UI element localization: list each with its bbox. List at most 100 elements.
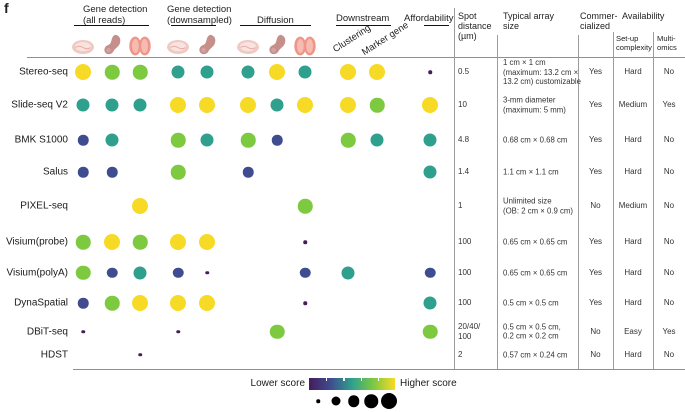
cell-array-size: 3-mm diameter(maximum: 5 mm) bbox=[503, 96, 566, 115]
cell-line: Unlimited size bbox=[503, 196, 552, 206]
olfactory-bulb-icon bbox=[129, 36, 151, 61]
cell-spot-distance: 4.8 bbox=[458, 135, 469, 145]
score-dot bbox=[269, 324, 285, 339]
cell-array-size: 0.5 cm × 0.5 cm,0.2 cm × 0.2 cm bbox=[503, 322, 561, 341]
score-dot bbox=[106, 166, 118, 178]
score-dot bbox=[105, 98, 119, 112]
row-label-stereo-seq: Stereo-seq bbox=[19, 66, 68, 78]
cell-line: 1 bbox=[458, 201, 463, 210]
cell-commercialized: Yes bbox=[588, 237, 603, 246]
score-dot bbox=[170, 234, 186, 250]
score-dot bbox=[200, 65, 214, 79]
score-dot bbox=[77, 134, 89, 146]
score-dot bbox=[241, 65, 255, 79]
cell-multi-omics: No bbox=[663, 349, 675, 359]
score-dot bbox=[77, 166, 89, 178]
cell-setup-complexity: Hard bbox=[624, 349, 642, 359]
score-dot bbox=[104, 295, 120, 311]
score-dot bbox=[199, 97, 215, 113]
row-label-slide-seq-v2: Slide-seq V2 bbox=[11, 99, 68, 111]
cell-setup-complexity: Medium bbox=[618, 100, 648, 109]
score-dot bbox=[423, 165, 437, 179]
cell-line: 13.2 cm) customizable bbox=[503, 76, 581, 86]
cell-array-size: 0.65 cm × 0.65 cm bbox=[503, 268, 567, 278]
cell-line: 4.8 bbox=[458, 135, 470, 144]
score-dot bbox=[205, 270, 209, 275]
score-dot bbox=[271, 134, 283, 146]
divider-affordability-spot bbox=[454, 8, 455, 369]
cell-line: 0.2 cm × 0.2 cm bbox=[503, 331, 559, 341]
row-label-pixel-seq: PIXEL-seq bbox=[20, 200, 68, 212]
score-dot bbox=[341, 266, 355, 279]
score-dot bbox=[170, 132, 186, 148]
score-dot bbox=[269, 64, 285, 80]
cell-line: 100 bbox=[458, 331, 472, 341]
score-dot bbox=[133, 266, 147, 279]
header-typical-array-size: Typical array size bbox=[503, 11, 555, 31]
size-legend-dot bbox=[316, 399, 320, 403]
row-label-bmk-s1000: BMK S1000 bbox=[14, 134, 68, 146]
cell-line: 0.5 cm × 0.5 cm, bbox=[503, 322, 561, 331]
score-dot bbox=[104, 64, 120, 80]
row-label-visium-polya-: Visium(polyA) bbox=[6, 267, 69, 278]
cell-array-size: 0.57 cm × 0.24 cm bbox=[503, 350, 567, 360]
size-legend-dot bbox=[347, 395, 360, 407]
cell-spot-distance: 1 bbox=[458, 201, 462, 211]
score-dot bbox=[132, 234, 148, 250]
cell-multi-omics: Yes bbox=[662, 100, 676, 109]
cell-array-size: 0.68 cm × 0.68 cm bbox=[503, 135, 567, 145]
cell-multi-omics: No bbox=[663, 135, 675, 144]
row-label-visium-probe-: Visium(probe) bbox=[5, 236, 68, 248]
score-dot bbox=[104, 234, 120, 250]
cell-line: 0.68 cm × 0.68 cm bbox=[503, 135, 568, 145]
size-legend-dot bbox=[331, 396, 341, 406]
table-top-rule bbox=[27, 57, 685, 58]
score-dot bbox=[340, 64, 356, 80]
score-dot bbox=[303, 301, 307, 305]
cell-line: 2 bbox=[458, 349, 463, 359]
cell-multi-omics: No bbox=[663, 67, 675, 76]
score-dot bbox=[428, 70, 432, 74]
score-dot bbox=[81, 329, 85, 334]
score-dot bbox=[75, 64, 91, 80]
row-label-hdst: HDST bbox=[40, 349, 68, 360]
cell-array-size: 1 cm × 1 cm(maximum: 13.2 cm ×13.2 cm) c… bbox=[503, 58, 581, 87]
cell-setup-complexity: Hard bbox=[624, 135, 642, 144]
cell-setup-complexity: Easy bbox=[624, 326, 642, 336]
score-dot bbox=[172, 267, 184, 278]
gradient-tick bbox=[343, 378, 345, 382]
legend-lower-score-label: Lower score bbox=[250, 378, 305, 389]
header-spot-distance: Spot distance (µm) bbox=[458, 11, 492, 41]
cell-setup-complexity: Hard bbox=[624, 67, 642, 76]
cell-spot-distance: 0.5 bbox=[458, 67, 469, 77]
cell-multi-omics: No bbox=[663, 201, 675, 210]
score-dot bbox=[106, 267, 118, 278]
size-legend-dot bbox=[381, 393, 397, 409]
olfactory-bulb-icon bbox=[294, 36, 316, 61]
gradient-tick bbox=[360, 378, 362, 382]
header-affordability: Affordability bbox=[404, 13, 454, 24]
cell-line: (maximum: 13.2 cm × bbox=[503, 67, 579, 77]
cell-setup-complexity: Hard bbox=[624, 267, 642, 277]
cell-commercialized: Yes bbox=[588, 267, 603, 277]
cell-multi-omics: No bbox=[663, 298, 675, 307]
cell-line: 20/40/ bbox=[458, 321, 481, 331]
cell-line: 1.1 cm × 1.1 cm bbox=[503, 167, 559, 177]
score-dot bbox=[132, 198, 148, 214]
header-gene-detection-all-reads: Gene detection (all reads) bbox=[83, 4, 148, 26]
score-dot bbox=[176, 329, 180, 334]
score-dot bbox=[299, 267, 311, 278]
cell-spot-distance: 100 bbox=[458, 237, 471, 247]
table-bottom-rule bbox=[73, 369, 685, 370]
score-dot bbox=[138, 352, 142, 357]
divider-commercialized-setup bbox=[613, 32, 614, 369]
cell-setup-complexity: Hard bbox=[624, 237, 642, 246]
cell-line: 0.5 bbox=[458, 67, 470, 76]
underline-downsampled bbox=[171, 25, 216, 27]
cell-line: 100 bbox=[458, 267, 472, 277]
score-dot bbox=[424, 267, 436, 278]
embryo-icon bbox=[268, 34, 287, 60]
score-dot bbox=[340, 97, 356, 113]
gradient-tick bbox=[326, 378, 328, 382]
embryo-icon bbox=[198, 34, 217, 60]
